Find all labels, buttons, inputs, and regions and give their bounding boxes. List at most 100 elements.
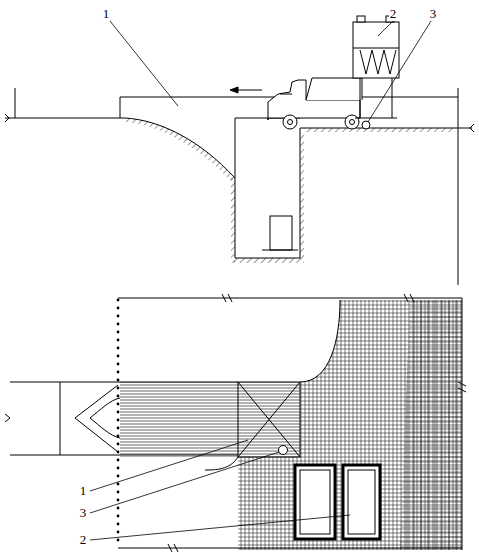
drawing-stroke [118,298,462,299]
callout-number: 2 [389,7,398,21]
drawing-stroke [238,382,300,457]
drawing-stroke [10,382,238,383]
boundary-dot [117,387,120,390]
boundary-dot [117,507,120,510]
callout-number: 2 [79,533,88,547]
drawing-stroke [306,78,362,100]
drawing-stroke [355,118,397,119]
boundary-dot [117,539,120,542]
boundary-dot [117,491,120,494]
drawing-stroke [300,300,340,382]
drawing-stroke [353,48,399,49]
boundary-dot [117,363,120,366]
boundary-dot [117,523,120,526]
drawing-stroke [231,258,304,263]
boundary-dot [117,347,120,350]
boundary-dot [117,499,120,502]
drawing-stroke [120,382,238,457]
drawing-stroke [5,414,10,422]
boundary-dot [117,395,120,398]
drawing-stroke [75,385,120,452]
boundary-dot [117,531,120,534]
plan-view [5,294,466,552]
drawing-stroke [262,250,298,251]
drawing-stroke [125,118,235,178]
callout-number: 1 [102,7,111,21]
drawing-stroke [168,544,178,552]
boundary-dot [117,435,120,438]
drawing-stroke [238,382,300,457]
boundary-dot [117,355,120,358]
drawing-stroke [404,294,414,302]
drawing-stroke [230,87,238,93]
drawing-stroke [238,300,462,550]
drawing-stroke [15,88,16,118]
drawing-stroke [288,120,293,125]
boundary-dot [117,371,120,374]
drawing-stroke [348,470,375,534]
boundary-dot [117,515,120,518]
drawing-stroke [353,22,399,78]
drawing-stroke [279,446,288,455]
boundary-dot [117,339,120,342]
callout-number: 3 [429,7,438,21]
boundary-dot [117,299,120,302]
truck [268,78,370,129]
drawing-stroke [270,216,292,250]
boundary-dot [117,379,120,382]
boundary-dot [117,427,120,430]
drawing-stroke [462,298,463,550]
drawing-stroke [90,452,279,513]
drawing-stroke [125,118,235,182]
drawing-stroke [350,120,355,125]
drawing-stroke [283,115,297,129]
drawing-stroke [60,382,61,455]
drawing-stroke [357,16,365,22]
boundary-dot [117,483,120,486]
drawing-stroke [295,465,335,539]
drawing-stroke [400,300,462,550]
drawing-stroke [458,128,472,129]
drawing-stroke [304,128,454,132]
boundary-dot [117,307,120,310]
drawing-stroke [343,465,380,539]
boundary-dot [117,459,120,462]
boundary-dot [117,315,120,318]
boundary-dot [117,331,120,334]
drawing-stroke [458,88,459,285]
callout-number: 1 [79,484,88,498]
drawing-stroke [360,50,396,74]
drawing-stroke [280,94,292,95]
drawing-stroke [300,132,304,262]
boundary-dot [117,475,120,478]
leader-line [110,21,431,122]
boundary-dot [117,403,120,406]
drawing-stroke [231,178,235,262]
boundary-dot [117,323,120,326]
drawing-stroke [110,21,178,106]
drawing-stroke [222,294,232,302]
boundary-dot [117,451,120,454]
silo [353,16,399,118]
boundary-dots [117,299,120,542]
drawing-stroke [90,440,248,491]
boundary-dot [117,467,120,470]
drawing-stroke [300,470,330,534]
drawing-stroke [345,115,359,129]
boundary-dot [117,411,120,414]
callout-number: 3 [79,506,88,520]
drawing-stroke [5,114,9,122]
drawing-stroke [90,515,350,540]
drawing-stroke [238,382,300,457]
drawing-stroke [368,21,431,122]
boundary-dot [117,419,120,422]
drawing-stroke [360,78,361,118]
drawing-stroke [5,118,125,119]
drawing-stroke [238,382,300,457]
boundary-dot [117,443,120,446]
elevation-view [5,87,474,285]
drawing-stroke [120,97,121,118]
drawing-stroke [362,121,370,129]
